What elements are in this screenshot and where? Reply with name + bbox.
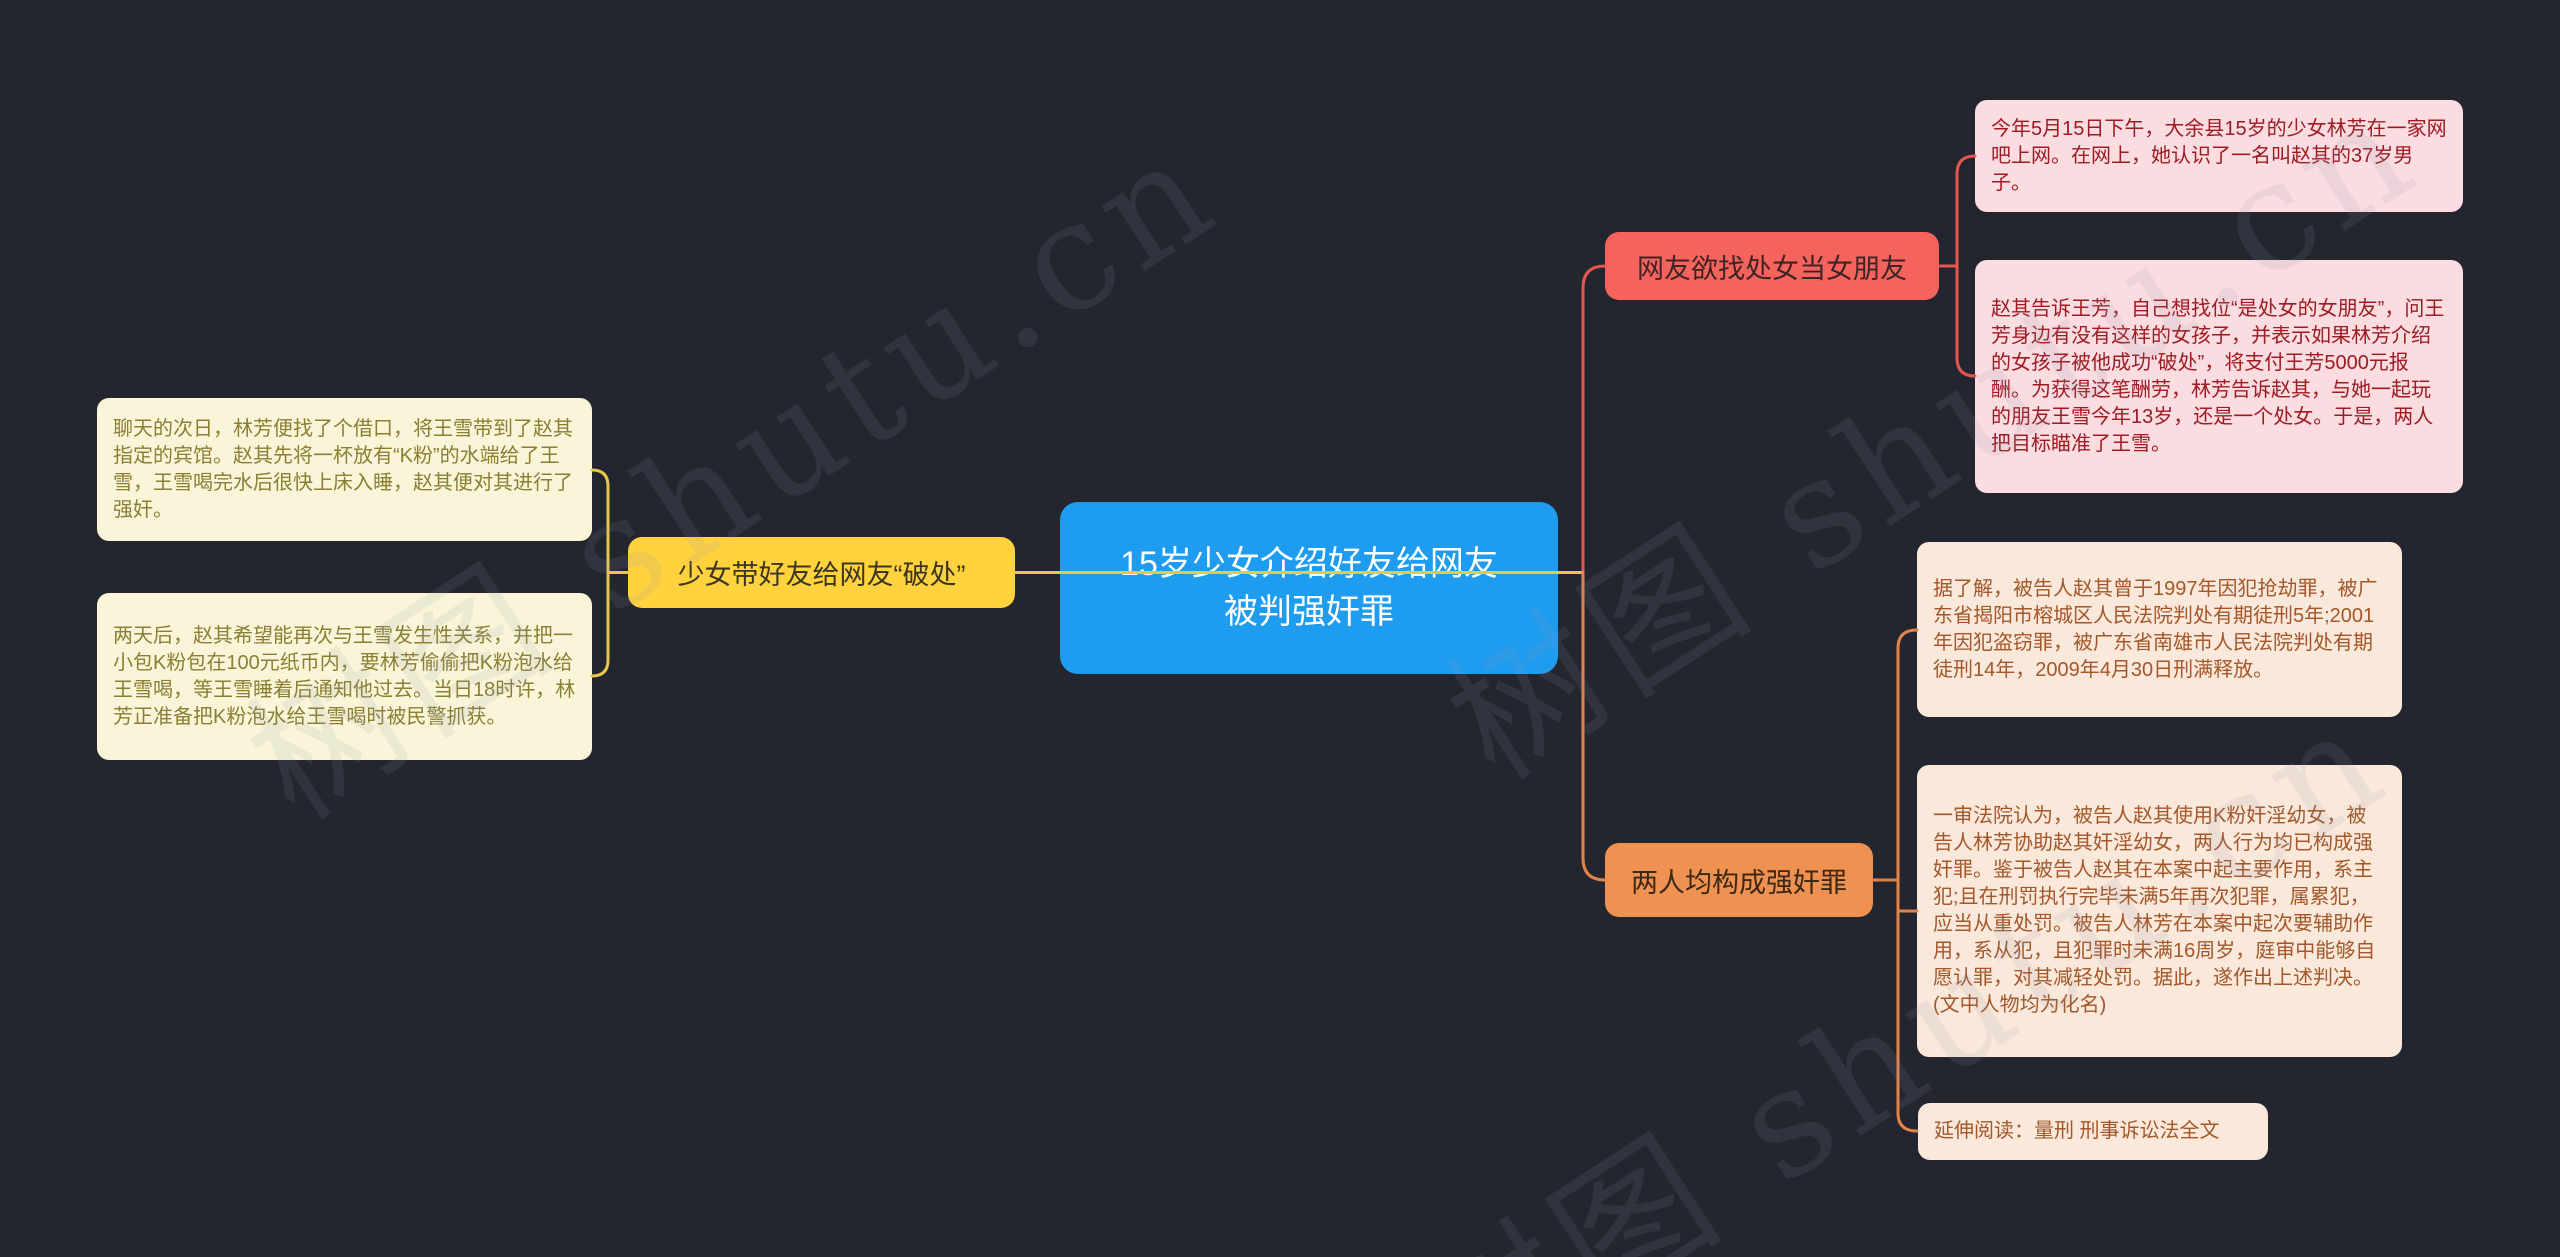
branch-node-left[interactable]: 少女带好友给网友“破处” [628, 537, 1015, 608]
connector-red-bracket [1955, 154, 1977, 378]
leaf-text: 今年5月15日下午，大余县15岁的少女林芳在一家网吧上网。在网上，她认识了一名叫… [1991, 117, 2447, 194]
leaf-text: 一审法院认为，被告人赵其使用K粉奸淫幼女，被告人林芳协助赵其奸淫幼女，两人行为均… [1933, 805, 2376, 1016]
leaf-text: 聊天的次日，林芳便找了个借口，将王雪带到了赵其指定的宾馆。赵其先将一杯放有“K粉… [113, 417, 573, 521]
connector-left-bracket [590, 468, 610, 678]
connector-root-to-red-branch [1581, 264, 1607, 574]
leaf-node-right-bottom-1[interactable]: 据了解，被告人赵其曾于1997年因犯抢劫罪，被广东省揭阳市榕城区人民法院判处有期… [1917, 542, 2402, 717]
connector-root-to-orange-branch [1581, 570, 1607, 882]
leaf-node-related-reading[interactable]: 延伸阅读：量刑 刑事诉讼法全文 [1918, 1103, 2268, 1160]
leaf-text: 据了解，被告人赵其曾于1997年因犯抢劫罪，被广东省揭阳市榕城区人民法院判处有期… [1933, 577, 2378, 681]
leaf-node-right-bottom-2[interactable]: 一审法院认为，被告人赵其使用K粉奸淫幼女，被告人林芳协助赵其奸淫幼女，两人行为均… [1917, 765, 2402, 1057]
leaf-node-left-1[interactable]: 聊天的次日，林芳便找了个借口，将王雪带到了赵其指定的宾馆。赵其先将一杯放有“K粉… [97, 398, 592, 541]
leaf-text: 赵其告诉王芳，自己想找位“是处女的女朋友”，问王芳身边有没有这样的女孩子，并表示… [1991, 297, 2445, 455]
branch-node-right-top[interactable]: 网友欲找处女当女朋友 [1605, 232, 1939, 300]
leaf-node-right-top-2[interactable]: 赵其告诉王芳，自己想找位“是处女的女朋友”，问王芳身边有没有这样的女孩子，并表示… [1975, 260, 2463, 493]
branch-node-right-bottom[interactable]: 两人均构成强奸罪 [1605, 843, 1873, 917]
connector-orange-bracket [1896, 628, 1919, 1133]
leaf-text: 两天后，赵其希望能再次与王雪发生性关系，并把一小包K粉包在100元纸币内，要林芳… [113, 624, 576, 728]
root-node[interactable]: 15岁少女介绍好友给网友 被判强奸罪 [1060, 502, 1558, 674]
leaf-node-right-top-1[interactable]: 今年5月15日下午，大余县15岁的少女林芳在一家网吧上网。在网上，她认识了一名叫… [1975, 100, 2463, 212]
leaf-node-left-2[interactable]: 两天后，赵其希望能再次与王雪发生性关系，并把一小包K粉包在100元纸币内，要林芳… [97, 593, 592, 760]
leaf-text: 延伸阅读：量刑 刑事诉讼法全文 [1934, 1120, 2220, 1142]
